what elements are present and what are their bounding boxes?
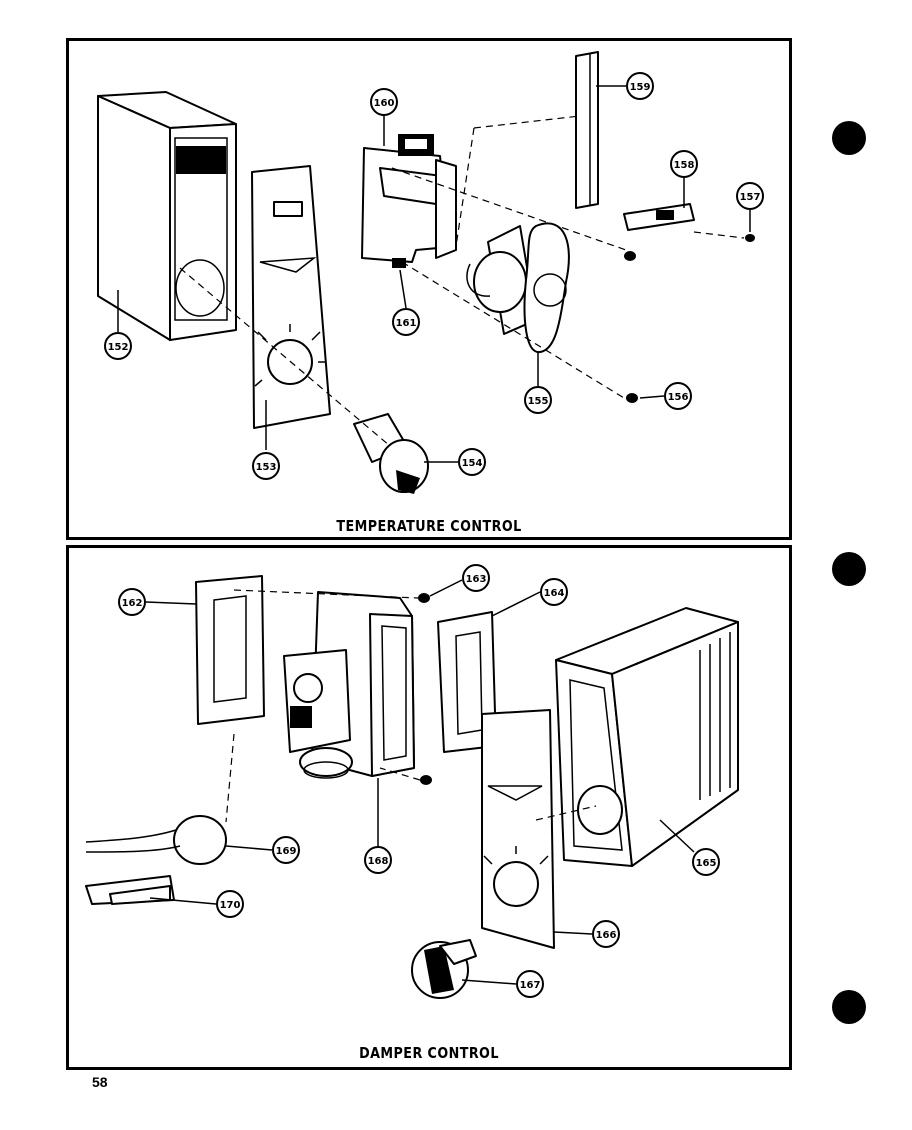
svg-text:165: 165 — [696, 858, 717, 869]
svg-text:157: 157 — [740, 192, 761, 203]
svg-text:160: 160 — [374, 98, 395, 109]
svg-text:163: 163 — [466, 574, 487, 585]
part-156-screw — [624, 251, 638, 403]
callout-156: 156 — [639, 382, 692, 410]
callout-161: 161 — [392, 269, 420, 336]
callout-165: 165 — [659, 819, 720, 876]
callout-170: 170 — [149, 890, 244, 918]
svg-text:154: 154 — [462, 458, 483, 469]
damper-control-panel: DAMPER CONTROL — [66, 545, 792, 1070]
part-158-strap — [623, 203, 695, 231]
part-168-housing — [283, 591, 415, 779]
callout-154: 154 — [424, 448, 486, 476]
callout-152: 152 — [104, 290, 132, 360]
callout-155: 155 — [524, 352, 552, 414]
part-160-bracket — [361, 134, 457, 263]
damper-control-title: DAMPER CONTROL — [359, 1044, 499, 1062]
part-152-cover — [97, 91, 237, 341]
svg-text:158: 158 — [674, 160, 695, 171]
svg-text:167: 167 — [520, 980, 541, 991]
part-157-screw — [745, 234, 755, 242]
binder-hole-top — [832, 121, 866, 155]
callout-166: 166 — [553, 920, 620, 948]
svg-text:152: 152 — [108, 342, 129, 353]
svg-text:169: 169 — [276, 846, 297, 857]
part-161-screw — [392, 258, 406, 268]
damper-assembly-lines — [225, 589, 597, 823]
svg-text:153: 153 — [256, 462, 277, 473]
svg-text:168: 168 — [368, 856, 389, 867]
part-159-post — [575, 51, 599, 209]
callout-159: 159 — [596, 72, 654, 100]
temperature-assembly-lines — [179, 115, 745, 447]
callout-167: 167 — [461, 970, 544, 998]
callout-157: 157 — [736, 182, 764, 232]
page-number: 58 — [92, 1074, 108, 1090]
part-169-sensor — [85, 815, 227, 865]
callout-169: 169 — [225, 836, 300, 864]
callout-162: 162 — [118, 588, 197, 616]
part-165-cover — [555, 607, 739, 867]
callout-168: 168 — [364, 778, 392, 874]
part-166-faceplate — [481, 709, 555, 949]
svg-text:159: 159 — [630, 82, 651, 93]
part-167-knob — [411, 939, 477, 999]
temperature-control-title: TEMPERATURE CONTROL — [336, 517, 522, 535]
binder-hole-bottom — [832, 990, 866, 1024]
callout-153: 153 — [252, 400, 280, 480]
svg-text:155: 155 — [528, 396, 549, 407]
svg-text:164: 164 — [544, 588, 565, 599]
svg-text:156: 156 — [668, 392, 689, 403]
part-153-faceplate — [251, 165, 331, 429]
callout-163: 163 — [429, 564, 490, 597]
callout-164: 164 — [491, 578, 568, 617]
part-163-screw — [418, 593, 432, 785]
svg-text:161: 161 — [396, 318, 417, 329]
svg-text:162: 162 — [122, 598, 143, 609]
svg-text:166: 166 — [596, 930, 617, 941]
callout-160: 160 — [370, 88, 398, 146]
part-170-clip — [85, 875, 175, 905]
binder-hole-middle — [832, 552, 866, 586]
callout-158: 158 — [670, 150, 698, 208]
temperature-control-panel: TEMPERATURE CONTROL — [66, 38, 792, 540]
part-155-thermostat — [466, 222, 570, 353]
part-154-knob — [353, 413, 429, 494]
svg-text:170: 170 — [220, 900, 241, 911]
part-162-gasket — [195, 575, 265, 725]
